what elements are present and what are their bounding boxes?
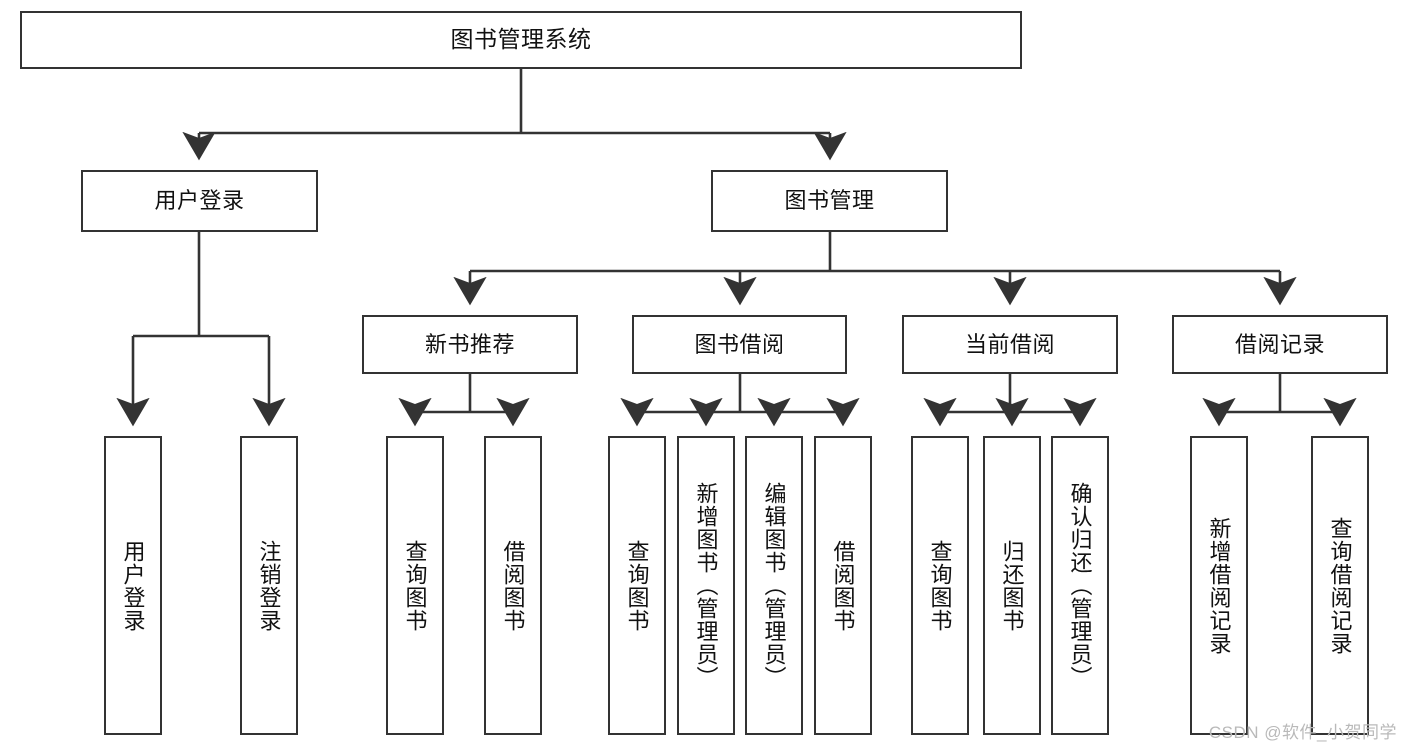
node-root[interactable]: 图书管理系统 — [20, 11, 1022, 69]
node-new-book-recommend[interactable]: 新书推荐 — [362, 315, 578, 374]
node-new-book-recommend-label: 新书推荐 — [424, 331, 515, 357]
leaf-add-borrow-record-label: 新增借阅记录 — [1206, 516, 1232, 655]
leaf-logout-label: 注销登录 — [256, 539, 282, 632]
leaf-borrow-book-rec[interactable]: 借阅图书 — [484, 436, 542, 735]
leaf-query-book-current[interactable]: 查询图书 — [911, 436, 969, 735]
leaf-return-book-label: 归还图书 — [999, 539, 1025, 632]
node-current-borrow-label: 当前借阅 — [964, 331, 1055, 357]
leaf-add-book-admin[interactable]: 新增图书（管理员） — [677, 436, 735, 735]
leaf-add-borrow-record[interactable]: 新增借阅记录 — [1190, 436, 1248, 735]
node-user-login[interactable]: 用户登录 — [81, 170, 318, 232]
leaf-borrow-book-rec-label: 借阅图书 — [500, 539, 526, 632]
leaf-query-book-rec[interactable]: 查询图书 — [386, 436, 444, 735]
leaf-query-book-borrow-label: 查询图书 — [624, 539, 650, 632]
node-borrow-record-label: 借阅记录 — [1234, 331, 1325, 357]
leaf-query-book-borrow[interactable]: 查询图书 — [608, 436, 666, 735]
leaf-borrow-book[interactable]: 借阅图书 — [814, 436, 872, 735]
leaf-edit-book-admin-label: 编辑图书（管理员） — [761, 482, 787, 689]
leaf-confirm-return-admin-label: 确认归还（管理员） — [1067, 482, 1093, 689]
leaf-add-book-admin-label: 新增图书（管理员） — [693, 482, 719, 689]
leaf-return-book[interactable]: 归还图书 — [983, 436, 1041, 735]
leaf-borrow-book-label: 借阅图书 — [830, 539, 856, 632]
leaf-query-book-rec-label: 查询图书 — [402, 539, 428, 632]
node-book-borrow-label: 图书借阅 — [694, 331, 785, 357]
leaf-confirm-return-admin[interactable]: 确认归还（管理员） — [1051, 436, 1109, 735]
leaf-query-borrow-record[interactable]: 查询借阅记录 — [1311, 436, 1369, 735]
leaf-logout[interactable]: 注销登录 — [240, 436, 298, 735]
node-book-management-label: 图书管理 — [784, 188, 875, 214]
node-book-borrow[interactable]: 图书借阅 — [632, 315, 847, 374]
leaf-user-login[interactable]: 用户登录 — [104, 436, 162, 735]
leaf-query-book-current-label: 查询图书 — [927, 539, 953, 632]
leaf-edit-book-admin[interactable]: 编辑图书（管理员） — [745, 436, 803, 735]
leaf-query-borrow-record-label: 查询借阅记录 — [1327, 516, 1353, 655]
node-root-label: 图书管理系统 — [450, 26, 592, 53]
node-borrow-record[interactable]: 借阅记录 — [1172, 315, 1388, 374]
leaf-user-login-label: 用户登录 — [120, 539, 146, 632]
node-user-login-label: 用户登录 — [154, 188, 245, 214]
csdn-watermark: CSDN @软件_小贺同学 — [1208, 723, 1397, 742]
node-book-management[interactable]: 图书管理 — [711, 170, 948, 232]
node-current-borrow[interactable]: 当前借阅 — [902, 315, 1118, 374]
